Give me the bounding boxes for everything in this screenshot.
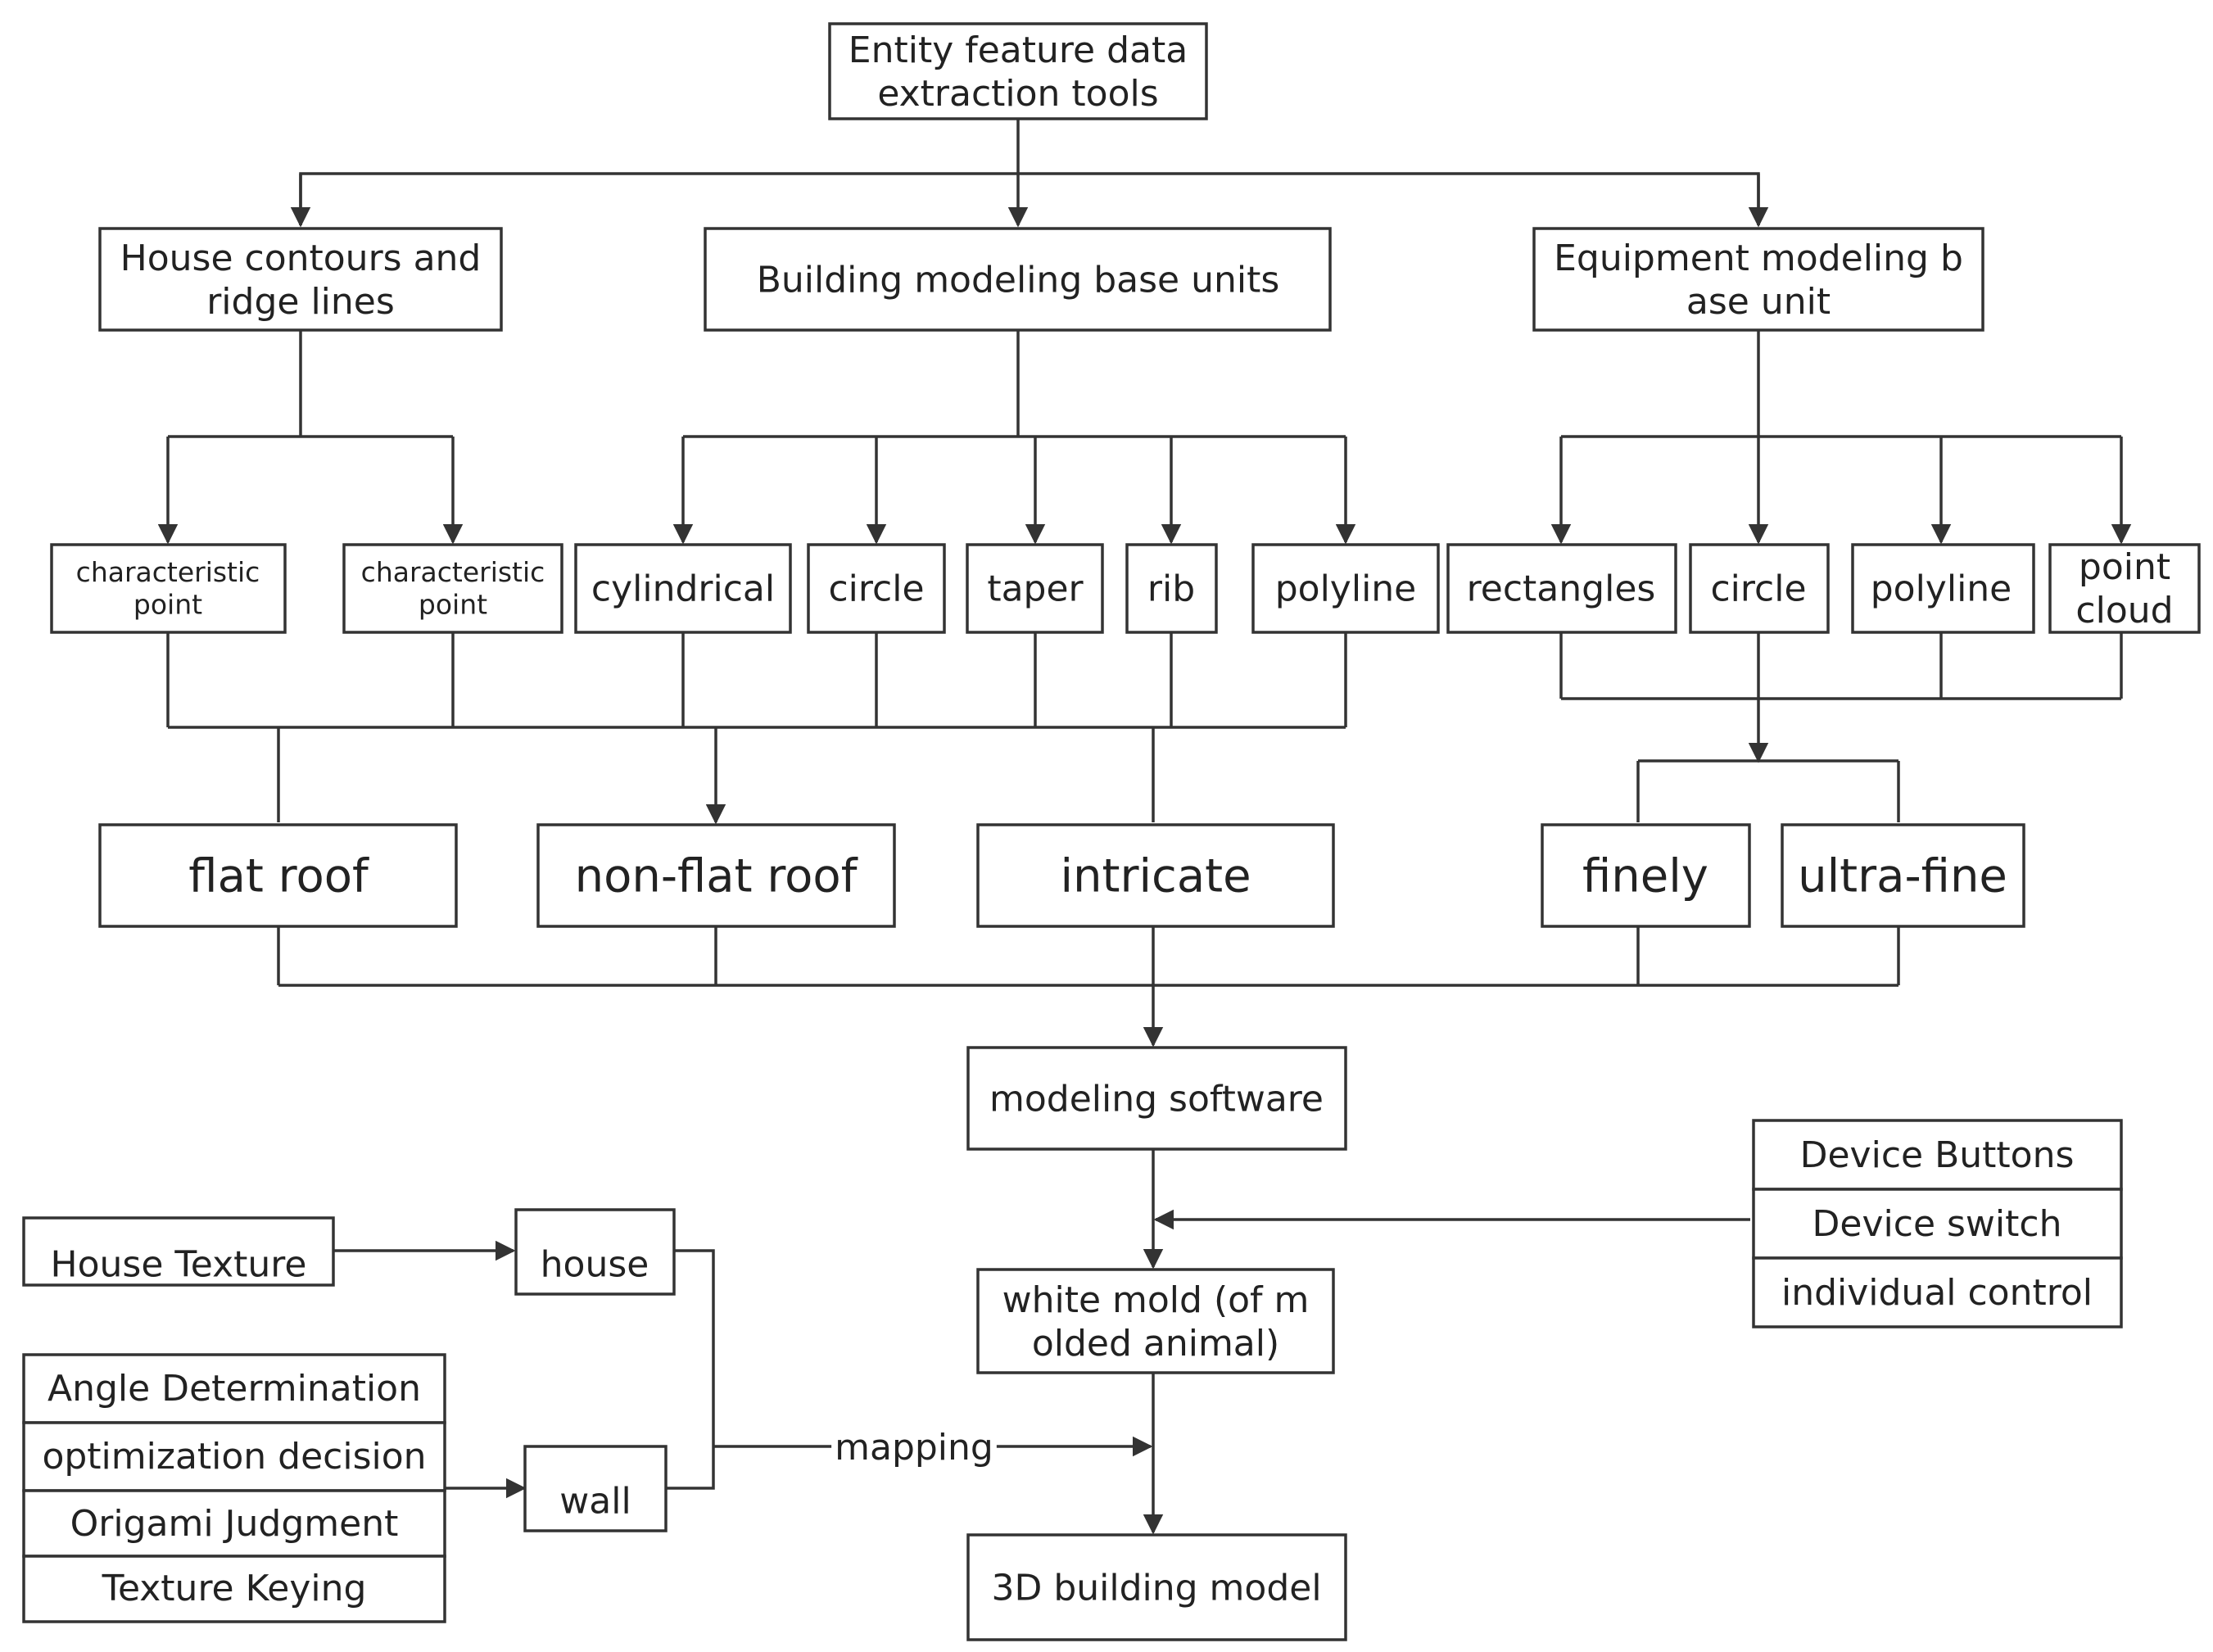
white-mold-box xyxy=(976,1268,1335,1374)
wall-box xyxy=(523,1445,668,1532)
optimization-decision-label: optimization decision xyxy=(42,1436,426,1478)
polyline-e-box xyxy=(1851,543,2035,634)
rectangles-label: rectangles xyxy=(1467,568,1656,609)
intricate-box xyxy=(976,823,1335,928)
char-point-2-box xyxy=(342,543,563,634)
optimization-decision-box xyxy=(22,1421,446,1492)
non-flat-roof-label: non-flat roof xyxy=(575,850,858,903)
taper-label: taper xyxy=(987,568,1084,609)
non-flat-roof-box xyxy=(536,823,896,928)
circle-b-label: circle xyxy=(828,568,924,609)
intricate-label: intricate xyxy=(1060,850,1251,903)
mapping-label-background xyxy=(831,1425,997,1470)
building-units-label: Building modeling base units xyxy=(757,259,1280,301)
equipment-units-box xyxy=(1532,227,1984,332)
char-point-1-box xyxy=(50,543,287,634)
finely-label: finely xyxy=(1582,850,1708,903)
root-box xyxy=(828,22,1208,120)
origami-judgment-box xyxy=(22,1489,446,1558)
house-label: house xyxy=(541,1243,649,1285)
rib-box xyxy=(1125,543,1218,634)
ultra-fine-box xyxy=(1781,823,2025,928)
modeling-software-box xyxy=(966,1046,1347,1151)
connectors xyxy=(157,120,2132,1535)
nodes xyxy=(22,22,2201,1641)
house-texture-label: House Texture xyxy=(51,1243,307,1285)
point-cloud-box xyxy=(2048,543,2201,634)
individual-control-label: individual control xyxy=(1781,1272,2093,1314)
connector-root-bus xyxy=(299,172,1760,225)
wall-label: wall xyxy=(559,1480,631,1522)
individual-control-box xyxy=(1752,1256,2123,1328)
cylindrical-label: cylindrical xyxy=(591,568,775,609)
taper-box xyxy=(966,543,1104,634)
device-buttons-box xyxy=(1752,1119,2123,1191)
cylindrical-box xyxy=(574,543,792,634)
3d-model-box xyxy=(966,1533,1347,1641)
polyline-b-label: polyline xyxy=(1275,568,1417,609)
modeling-software-label: modeling software xyxy=(989,1078,1324,1120)
angle-determination-box xyxy=(22,1353,446,1424)
flat-roof-box xyxy=(98,823,458,928)
mapping-label: mapping xyxy=(835,1427,993,1469)
circle-b-box xyxy=(807,543,946,634)
flat-roof-label: flat roof xyxy=(188,850,369,903)
polyline-e-label: polyline xyxy=(1871,568,2012,609)
device-switch-box xyxy=(1752,1188,2123,1260)
finely-box xyxy=(1541,823,1751,928)
angle-determination-label: Angle Determination xyxy=(48,1368,421,1410)
origami-judgment-label: Origami Judgment xyxy=(70,1503,399,1545)
texture-keying-label: Texture Keying xyxy=(102,1568,367,1609)
rectangles-box xyxy=(1446,543,1677,634)
circle-e-label: circle xyxy=(1710,568,1806,609)
device-buttons-label: Device Buttons xyxy=(1800,1134,2075,1176)
texture-keying-box xyxy=(22,1555,446,1623)
3d-model-label: 3D building model xyxy=(991,1567,1321,1609)
device-switch-label: Device switch xyxy=(1812,1203,2062,1245)
circle-e-box xyxy=(1689,543,1830,634)
ultra-fine-label: ultra-fine xyxy=(1798,850,2007,903)
house-contours-box xyxy=(98,227,503,332)
polyline-b-box xyxy=(1251,543,1440,634)
connector-house-wall-merge xyxy=(666,1249,715,1490)
building-units-box xyxy=(704,227,1332,332)
rib-label: rib xyxy=(1147,568,1195,609)
house-texture-box xyxy=(22,1216,335,1287)
house-box xyxy=(514,1208,676,1296)
